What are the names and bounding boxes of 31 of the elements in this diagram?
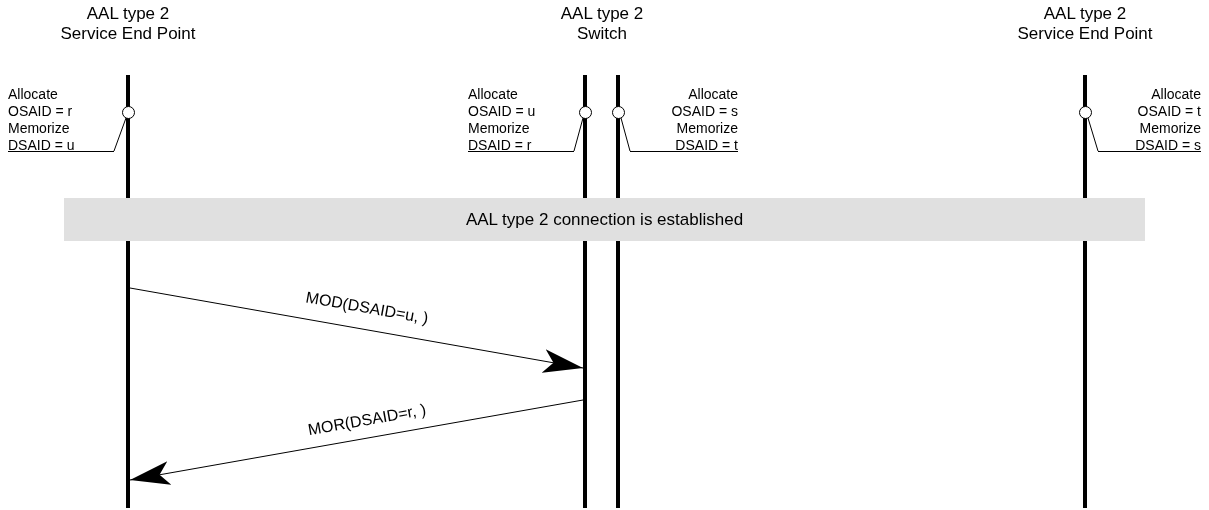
- leader-line: [573, 117, 584, 152]
- entity-title: AAL type 2: [560, 4, 644, 24]
- leader-line: [620, 117, 631, 152]
- entity-title: AAL type 2: [86, 4, 170, 24]
- note-underline: [1098, 86, 1201, 152]
- note-text: Memorize DSAID = r: [468, 120, 533, 154]
- entity-title: Service End Point: [60, 24, 196, 44]
- marker-circle: [122, 106, 135, 119]
- status-text: AAL type 2 connection is established: [465, 209, 744, 230]
- note-text: Allocate OSAID = s: [670, 86, 738, 120]
- note-text: Memorize DSAID = s: [1134, 120, 1201, 154]
- status-band: [64, 198, 1145, 241]
- marker-circle: [612, 106, 625, 119]
- entity-title: Service End Point: [1017, 24, 1153, 44]
- note-underline: [468, 86, 574, 152]
- note-text: Memorize DSAID = t: [674, 120, 738, 154]
- note-text: Allocate OSAID = t: [1136, 86, 1201, 120]
- entity-title: Switch: [576, 24, 628, 44]
- leader-line: [113, 117, 127, 152]
- note-text: Allocate OSAID = r: [8, 86, 74, 120]
- note-underline: [8, 86, 114, 152]
- message-arrow: [129, 399, 584, 485]
- note-underline: [630, 86, 738, 152]
- message-arrow: [129, 287, 584, 373]
- note-text: Memorize DSAID = u: [8, 120, 76, 154]
- note-text: Allocate OSAID = u: [468, 86, 537, 120]
- edge-label: MOR(DSAID=r, ): [306, 400, 427, 440]
- marker-circle: [579, 106, 592, 119]
- entity-title: AAL type 2: [1043, 4, 1127, 24]
- leader-line: [1087, 117, 1099, 152]
- marker-circle: [1079, 106, 1092, 119]
